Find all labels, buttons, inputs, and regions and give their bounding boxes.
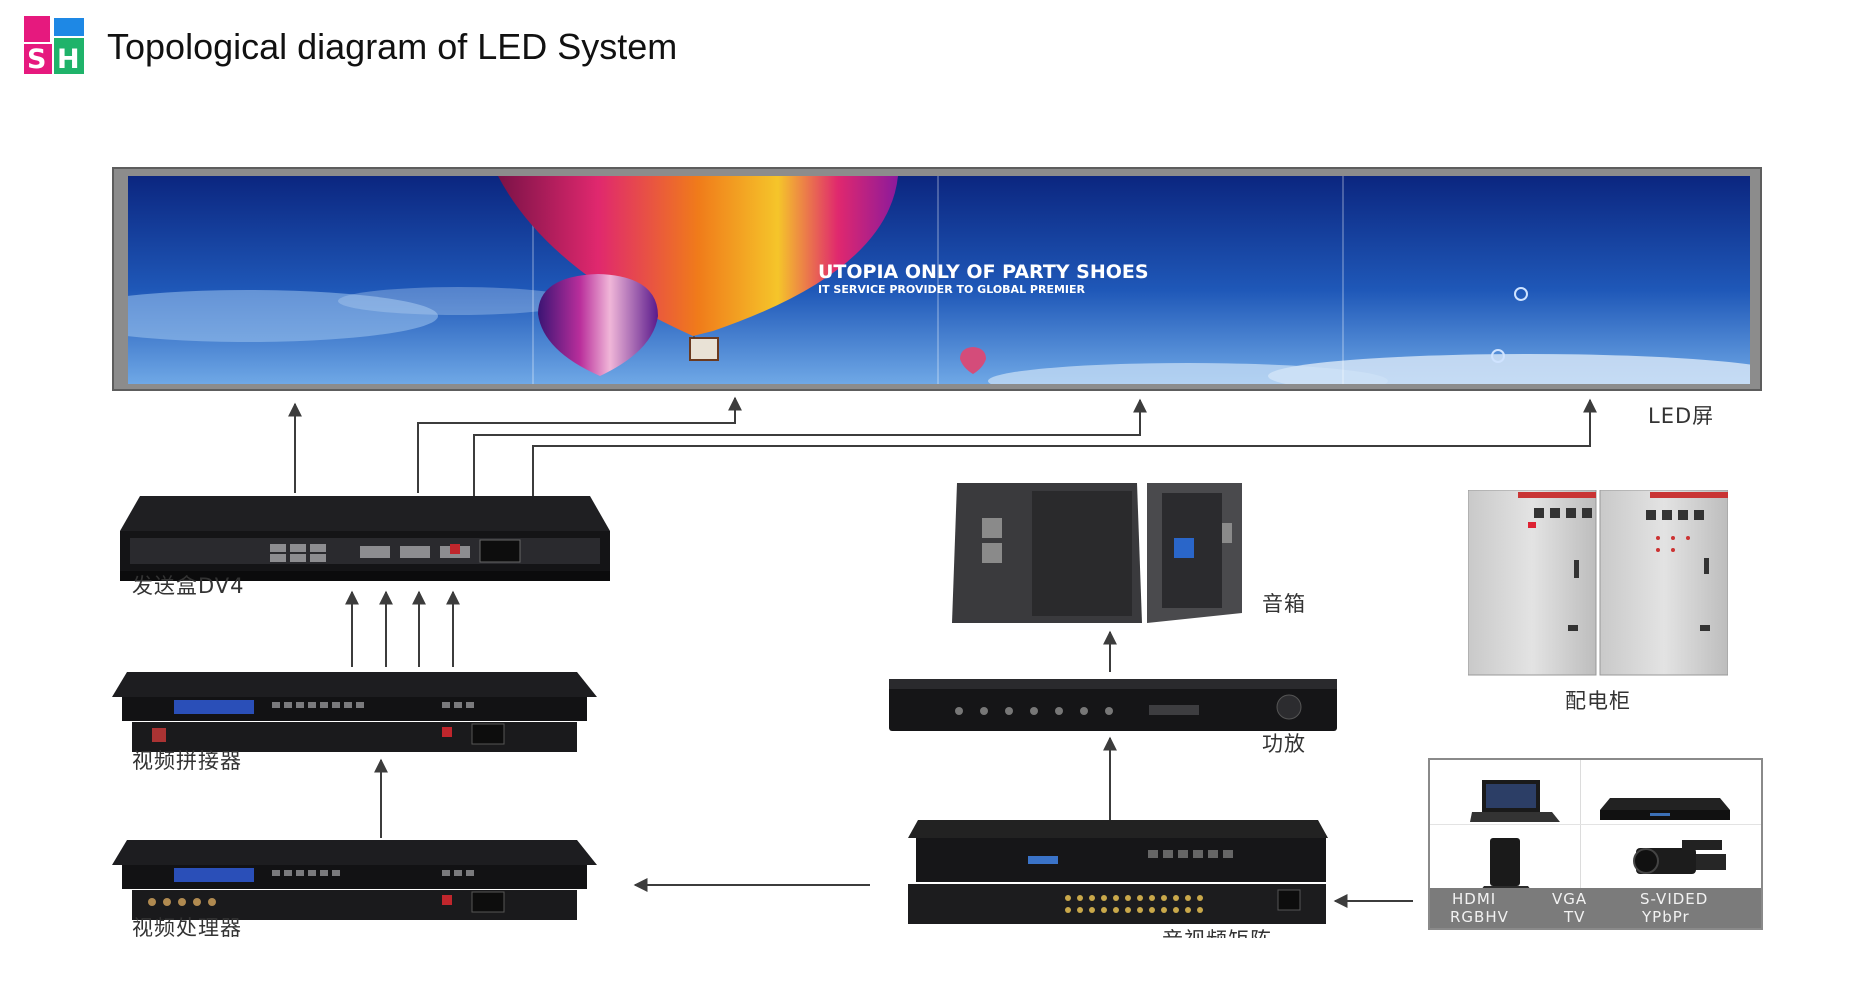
power-cabinet-label: 配电柜 (1565, 689, 1631, 713)
svg-text:H: H (57, 44, 80, 75)
source-hdmi-label: HDMI (1452, 890, 1497, 908)
av-matrix-label: 音视频矩阵 (1162, 924, 1272, 938)
laptop-icon (1470, 780, 1560, 822)
dvd-player-icon (1600, 798, 1730, 820)
led-slogan-line1: UTOPIA ONLY OF PARTY SHOES (818, 261, 1149, 283)
source-svideo-label: S-VIDED (1640, 890, 1709, 908)
sending-box-label: 发送盒DV4 (132, 574, 245, 598)
set-top-box-icon (1478, 838, 1534, 894)
speaker-device (952, 483, 1252, 623)
led-slogan-line2: IT SERVICE PROVIDER TO GLOBAL PREMIER (818, 283, 1086, 296)
amplifier-device (889, 679, 1337, 731)
av-matrix-device (908, 820, 1328, 930)
video-splicer-device (112, 672, 597, 762)
led-screen-label: LED屏 (1648, 404, 1715, 428)
speaker-label: 音箱 (1262, 592, 1306, 616)
company-logo: S H (24, 16, 86, 76)
source-tv-label: TV (1564, 908, 1586, 926)
video-processor-label: 视频处理器 (132, 916, 242, 940)
page-title: Topological diagram of LED System (107, 26, 678, 67)
power-cabinet-device (1468, 490, 1728, 680)
amplifier-label: 功放 (1262, 732, 1306, 756)
led-screen-image: UTOPIA ONLY OF PARTY SHOES IT SERVICE PR… (128, 176, 1750, 384)
source-vga-label: VGA (1552, 890, 1588, 908)
sending-box-device (120, 496, 610, 586)
video-processor-device (112, 840, 597, 928)
source-ypbpr-label: YPbPr (1642, 908, 1690, 926)
source-rgbhv-label: RGBHV (1450, 908, 1509, 926)
video-splicer-label: 视频拼接器 (132, 749, 242, 773)
signal-sources-strip: HDMI VGA S-VIDED RGBHV TV YPbPr (1430, 888, 1761, 928)
svg-text:S: S (27, 44, 46, 75)
camcorder-icon (1633, 840, 1726, 874)
